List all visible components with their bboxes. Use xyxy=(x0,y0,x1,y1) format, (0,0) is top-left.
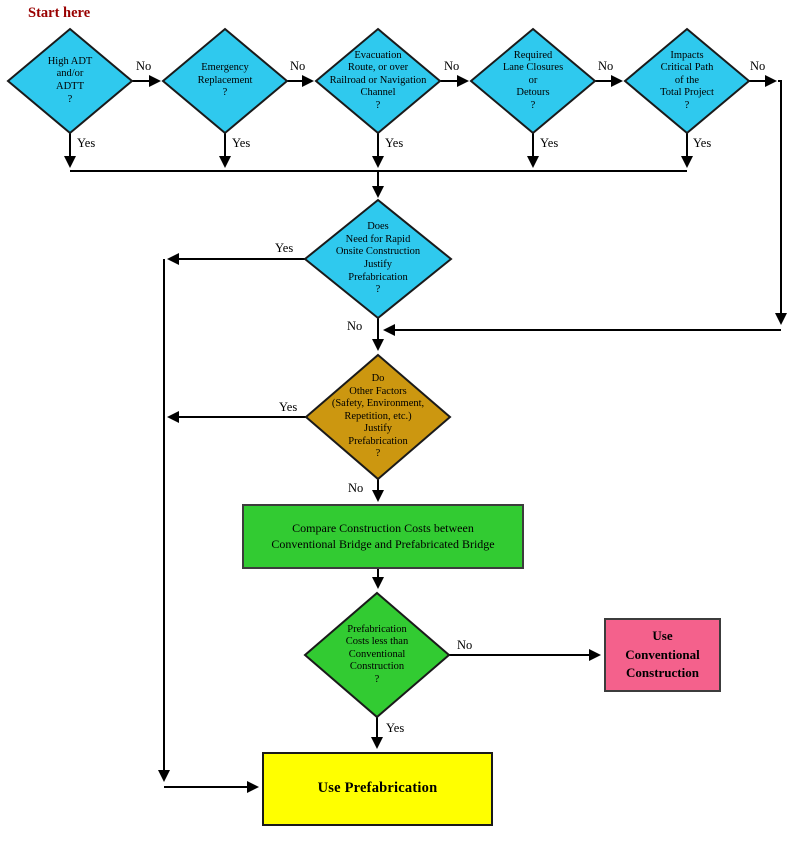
box-shapes xyxy=(242,504,721,826)
diamond-other-factors xyxy=(304,353,452,481)
edge-no-right-drop xyxy=(775,80,787,325)
diamond-rapid-onsite xyxy=(303,198,453,320)
decision-shapes xyxy=(6,27,751,719)
connector-lines xyxy=(64,75,787,793)
diamond-critical-path xyxy=(623,27,751,135)
diamond-prefab-cheaper xyxy=(303,591,451,719)
diamond-high-adt xyxy=(6,27,134,135)
box-compare-costs xyxy=(242,504,524,569)
box-use-conventional xyxy=(604,618,721,692)
diamond-evacuation xyxy=(314,27,442,135)
diamond-lane-closures xyxy=(469,27,597,135)
box-use-prefabrication xyxy=(262,752,493,826)
diamond-emergency xyxy=(161,27,289,135)
start-here-label: Start here xyxy=(28,5,91,21)
